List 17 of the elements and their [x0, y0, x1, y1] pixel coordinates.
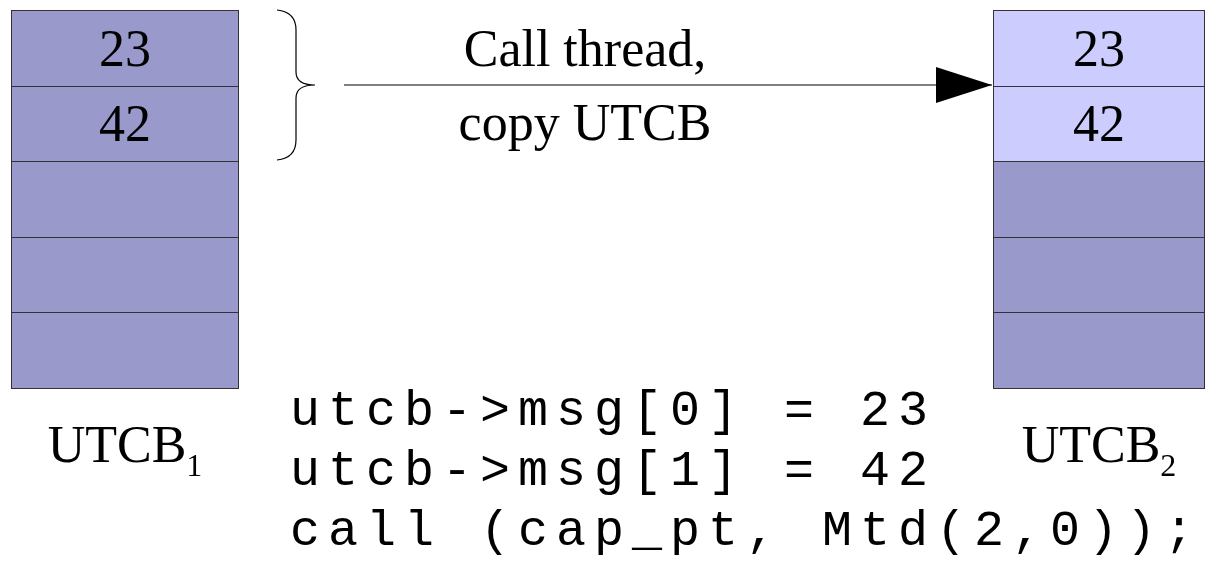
memory-slot: 23 [11, 10, 239, 87]
stack-caption: UTCB$_{2}$ [1020, 415, 1178, 474]
empty-memory-slot [11, 312, 239, 389]
memory-slot: 42 [993, 85, 1205, 163]
empty-memory-slot [993, 236, 1205, 314]
code-line: utcb->msg[1] = 42 [290, 442, 937, 502]
memory-slot: 23 [993, 10, 1205, 87]
empty-memory-slot [993, 312, 1205, 389]
code-line: utcb->msg[0] = 23 [290, 382, 937, 442]
code-line: call (cap_pt, Mtd(2,0)); [290, 502, 1203, 562]
empty-memory-slot [11, 236, 239, 314]
stack-caption: UTCB$_{1}$ [46, 415, 204, 474]
edge-label: Call thread, copy UTCB [457, 19, 713, 153]
empty-memory-slot [11, 161, 239, 238]
empty-memory-slot [993, 161, 1205, 238]
memory-slot: 42 [11, 85, 239, 163]
arrow [343, 67, 993, 103]
